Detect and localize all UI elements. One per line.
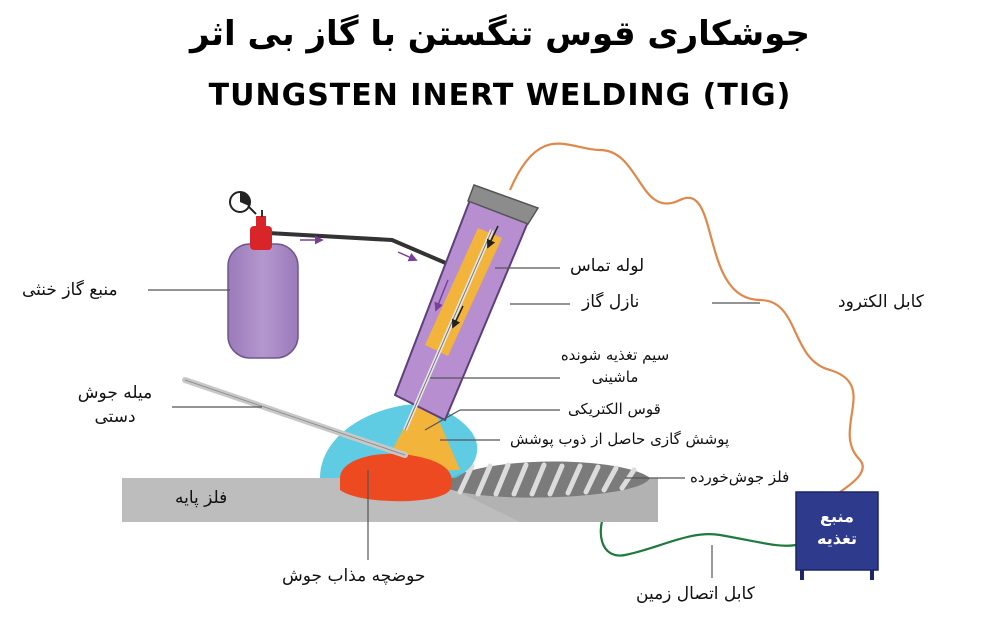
electrode-cable-wire — [508, 142, 864, 493]
weld-bead — [440, 461, 650, 498]
leader-lines — [148, 267, 760, 578]
gas-cylinder — [227, 191, 299, 359]
label-base-metal: فلز پایه — [175, 488, 228, 508]
power-source-line-2: تغذیه — [817, 529, 857, 548]
torch — [393, 184, 540, 431]
power-source-label: منبع تغذیه — [796, 506, 878, 550]
label-feed-wire-1: سیم تغذیه شونده — [560, 346, 670, 364]
power-source-line-1: منبع — [820, 507, 854, 526]
label-gas-nozzle: نازل گاز — [582, 292, 640, 312]
gas-hose — [267, 231, 463, 272]
label-ground-cable: کابل اتصال زمین — [636, 584, 755, 604]
title-persian: جوشکاری قوس تنگستن با گاز بی اثر — [190, 14, 810, 54]
label-shielding-gas: پوشش گازی حاصل از ذوب پوشش — [510, 430, 730, 448]
label-weld-metal: فلز جوش‌خورده — [690, 468, 790, 486]
label-filler-rod-1: میله جوش — [77, 383, 153, 403]
label-contact-tube: لوله تماس — [570, 256, 645, 276]
label-electrode-cable: کابل الکترود — [838, 292, 924, 312]
title-english: TUNGSTEN INERT WELDING (TIG) — [208, 78, 792, 113]
label-inert-gas-source: منبع گاز خنثی — [22, 280, 118, 300]
label-weld-pool: حوضچه مذاب جوش — [282, 566, 426, 586]
label-electric-arc: قوس الکتریکی — [568, 400, 661, 418]
power-source-box — [795, 491, 879, 580]
label-feed-wire-2: ماشینی — [591, 368, 639, 386]
ground-cable-wire — [599, 507, 797, 557]
label-filler-rod-2: دستی — [94, 407, 136, 427]
